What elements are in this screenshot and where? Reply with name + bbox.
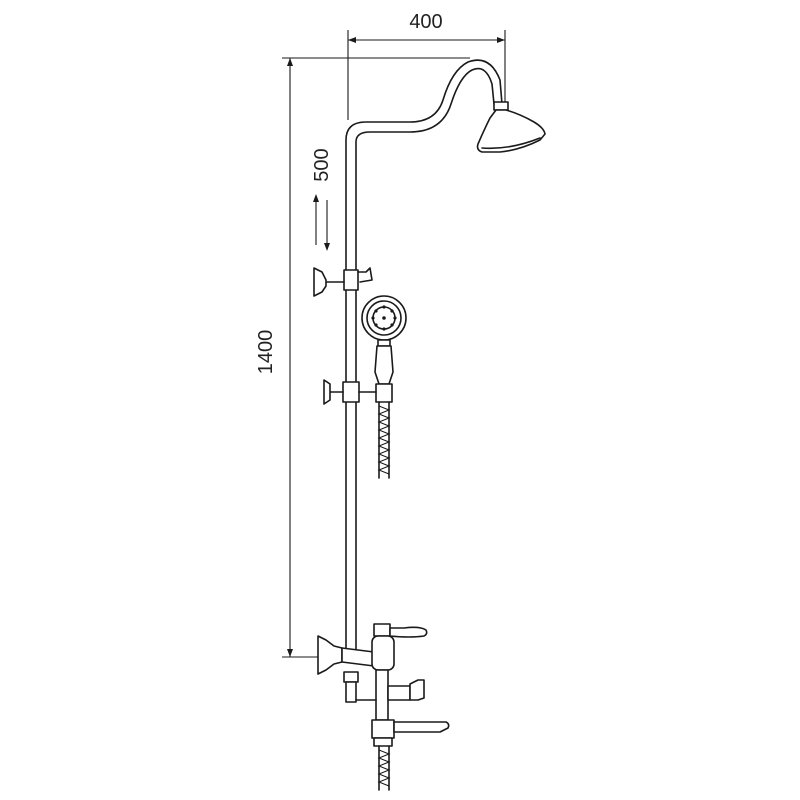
shower-head-connector xyxy=(493,101,509,111)
hand-shower-cradle xyxy=(375,383,393,403)
arrowhead-right xyxy=(497,37,505,43)
hand-shower-head-inner xyxy=(366,300,402,336)
riser-pipe xyxy=(345,59,503,651)
shower-head-rim xyxy=(481,137,541,150)
arrowhead-top xyxy=(287,58,293,66)
width-dimension-label: 400 xyxy=(409,11,442,33)
hand-shower xyxy=(361,295,407,385)
slide-arrow-down-head xyxy=(324,243,330,251)
height-dimension-label: 1400 xyxy=(255,330,277,375)
mixer-valve xyxy=(317,623,450,747)
dimension-slide: 500 xyxy=(311,148,333,251)
diverter-cap xyxy=(373,623,391,637)
mixer-handle-lever xyxy=(409,679,425,701)
upper-slide-holder xyxy=(313,267,373,297)
lower-slide-holder xyxy=(323,379,393,405)
upper-slider-knob xyxy=(357,267,373,283)
riser-inner-edge xyxy=(355,67,495,651)
lower-slider-block xyxy=(342,381,360,403)
hose-winding xyxy=(377,405,391,475)
hand-shower-handle xyxy=(374,345,394,385)
flexible-hose xyxy=(377,401,391,479)
mixer-column xyxy=(375,669,389,721)
spout-block xyxy=(371,719,395,739)
dimension-height: 1400 xyxy=(255,57,470,658)
slide-arrow-up-head xyxy=(313,194,319,202)
riser-outer-edge xyxy=(345,59,503,651)
lower-hose xyxy=(377,745,391,791)
overhead-shower-head xyxy=(476,101,546,153)
arrowhead-bottom xyxy=(287,649,293,657)
hand-shower-neck xyxy=(377,339,391,347)
slide-dimension-label: 500 xyxy=(311,148,333,181)
riser-connector xyxy=(343,671,359,683)
diverter-body xyxy=(371,635,395,671)
diverter-lever xyxy=(389,626,428,638)
mixer-handle-stem xyxy=(387,685,411,701)
inlet-arm xyxy=(341,647,375,667)
riser-base-pipe xyxy=(345,681,357,703)
hose-outlet-nut xyxy=(373,737,393,747)
bath-spout xyxy=(393,721,450,733)
lower-hose-winding xyxy=(377,749,391,787)
lower-slider-knob xyxy=(323,379,331,405)
arrowhead-left xyxy=(348,37,356,43)
upper-wall-bracket xyxy=(313,267,327,297)
upper-slider-block xyxy=(343,269,359,291)
dimension-width: 400 xyxy=(347,11,506,120)
hand-shower-nozzles xyxy=(371,305,397,331)
wall-flange xyxy=(317,635,343,675)
